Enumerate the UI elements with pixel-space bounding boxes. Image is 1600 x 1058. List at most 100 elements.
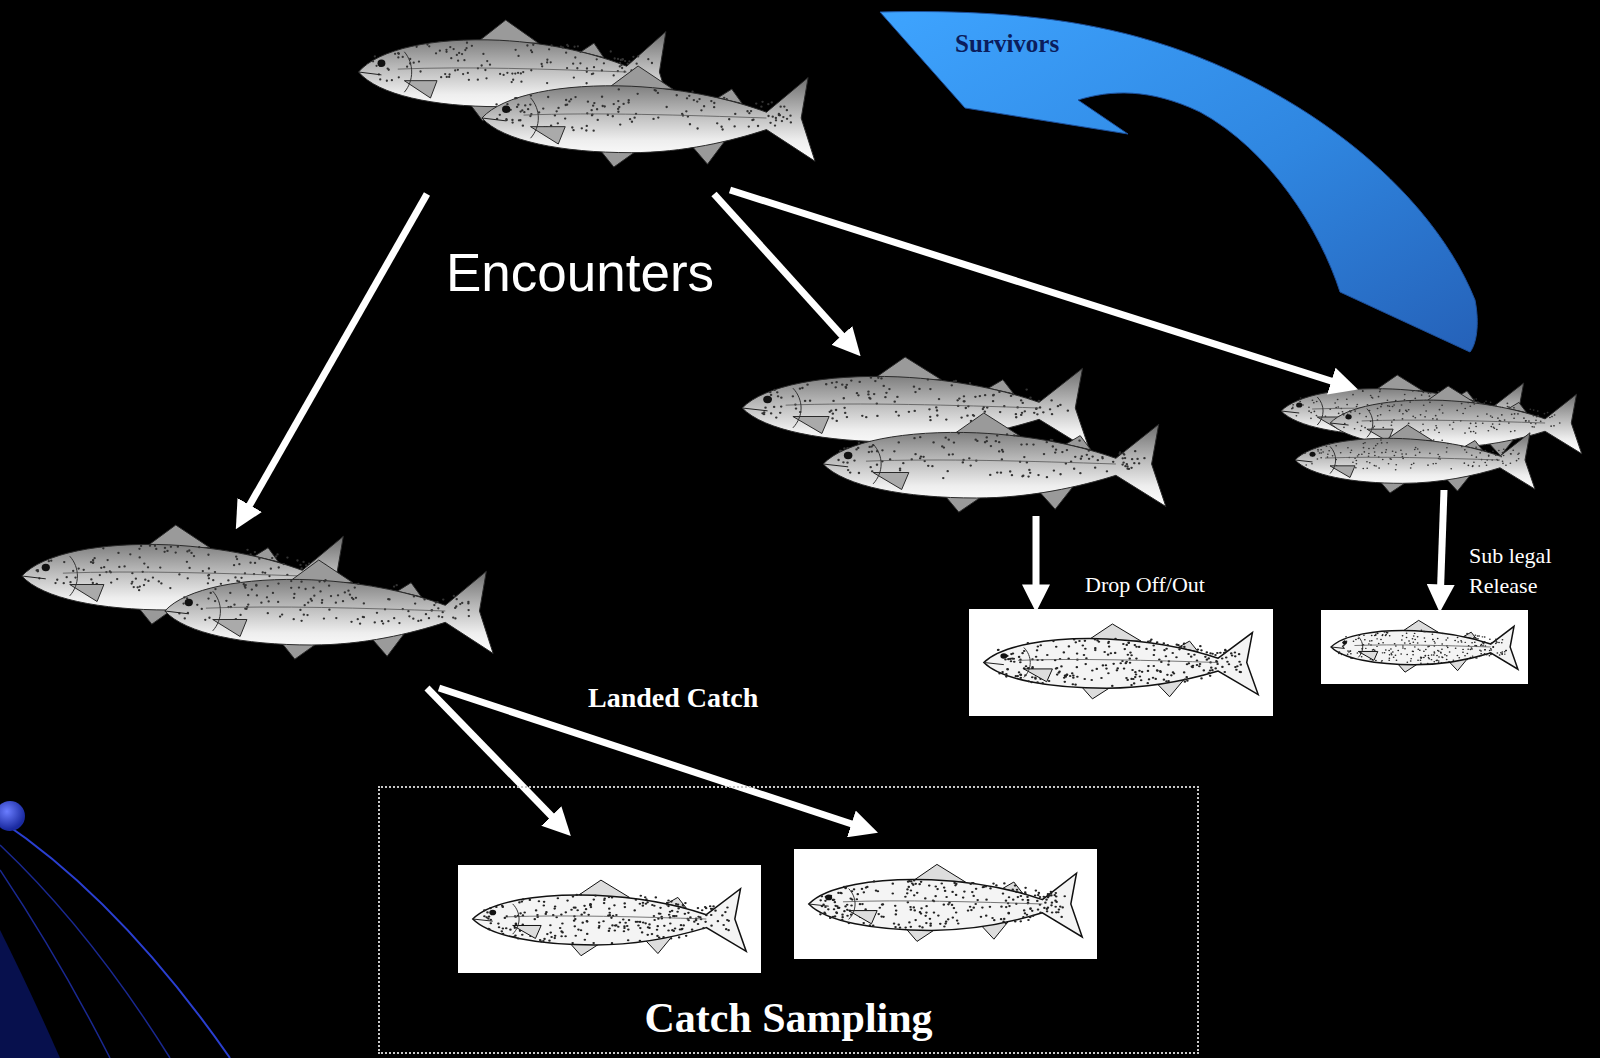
speckle [1400, 449, 1402, 451]
speckle [1381, 635, 1383, 636]
speckle [1474, 641, 1476, 642]
speckle [1378, 643, 1380, 644]
speckle [1384, 652, 1386, 653]
speckle [1471, 455, 1473, 457]
speckle [521, 934, 524, 936]
speckle [1175, 656, 1178, 658]
speckle [1473, 431, 1475, 433]
speckle [139, 585, 141, 587]
speckle [220, 583, 222, 585]
speckle [1204, 656, 1207, 658]
speckle [1375, 465, 1377, 467]
speckle [1402, 456, 1404, 458]
speckle [1390, 458, 1392, 460]
speckle [1458, 657, 1460, 658]
speckle [1536, 416, 1538, 418]
speckle [1126, 468, 1128, 470]
speckle [1033, 412, 1036, 414]
speckle [1316, 401, 1318, 403]
speckle [201, 608, 203, 610]
speckle [454, 617, 456, 619]
speckle [1421, 657, 1423, 658]
speckle [138, 589, 140, 591]
speckle [1484, 450, 1486, 452]
speckle [929, 416, 932, 418]
speckle [1402, 645, 1404, 646]
speckle [1034, 677, 1037, 679]
speckle [1046, 654, 1049, 656]
speckle [207, 597, 209, 599]
speckle [208, 574, 210, 576]
speckle [1378, 467, 1380, 469]
speckle [1390, 424, 1392, 426]
speckle [1502, 452, 1504, 454]
speckle [1036, 413, 1039, 415]
speckle [1356, 463, 1358, 465]
speckle [576, 67, 578, 69]
speckle [843, 447, 845, 449]
speckle [243, 583, 245, 585]
speckle [1072, 677, 1075, 679]
speckle [829, 411, 832, 413]
speckle [511, 119, 513, 121]
speckle [1394, 643, 1396, 644]
speckle [560, 935, 563, 937]
speckle [158, 580, 160, 582]
speckle [775, 117, 777, 119]
speckle [1362, 390, 1364, 392]
speckle [1374, 455, 1376, 457]
speckle [1452, 659, 1454, 660]
speckle [1328, 450, 1330, 452]
speckle [1483, 402, 1485, 404]
speckle [1063, 651, 1066, 653]
speckle [992, 400, 995, 402]
speckle [1134, 671, 1137, 673]
speckle [1356, 406, 1358, 408]
speckle [1369, 640, 1371, 641]
speckle [908, 411, 911, 413]
picture-frame [969, 609, 1273, 716]
speckle [1346, 398, 1348, 400]
speckle [1364, 427, 1366, 429]
speckle [546, 82, 548, 84]
fish-body [482, 78, 815, 162]
speckle [208, 567, 210, 569]
speckle [1420, 656, 1422, 657]
speckle [1406, 654, 1408, 655]
mouth-line [742, 408, 767, 411]
speckle [1342, 411, 1344, 413]
speckle [1497, 417, 1499, 419]
speckle [184, 617, 186, 619]
speckle [398, 622, 400, 624]
speckle [1486, 413, 1488, 415]
speckle [300, 567, 302, 569]
speckle [585, 82, 587, 84]
speckle [944, 437, 946, 439]
speckle [439, 50, 441, 52]
speckle [1428, 657, 1430, 658]
speckle [37, 570, 39, 572]
speckle [1355, 639, 1357, 640]
speckle [1423, 631, 1425, 632]
speckle [682, 924, 685, 926]
speckle [514, 49, 516, 51]
speckle [1517, 453, 1519, 455]
speckle [1362, 390, 1364, 392]
speckle [133, 586, 135, 588]
speckle [63, 582, 65, 584]
speckle [1537, 415, 1539, 417]
speckle [1049, 408, 1052, 410]
speckle [973, 415, 976, 417]
speckle [1023, 456, 1025, 458]
fish-eye [1342, 641, 1347, 645]
speckle [374, 55, 376, 57]
speckle [123, 565, 125, 567]
speckle [1371, 635, 1373, 636]
speckle [624, 922, 627, 924]
speckle [1393, 455, 1395, 457]
speckle [553, 908, 556, 910]
speckle [1079, 472, 1081, 474]
speckle [942, 477, 944, 479]
speckle [1159, 670, 1162, 672]
speckle [244, 587, 246, 589]
